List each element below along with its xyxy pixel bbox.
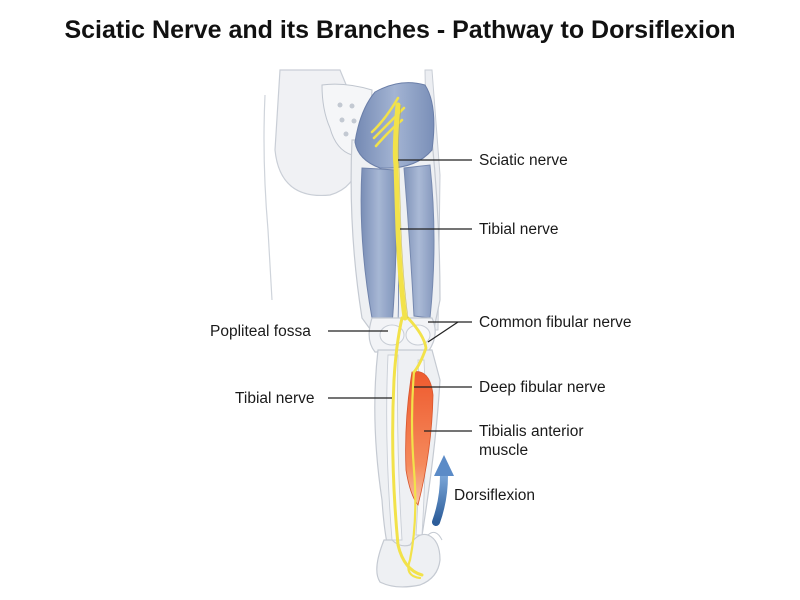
common-fibular-nerve-path	[406, 316, 428, 374]
label-deep-fibular-nerve: Deep fibular nerve	[479, 379, 606, 396]
dorsiflexion-arrow	[432, 455, 454, 526]
diagram-title: Sciatic Nerve and its Branches - Pathway…	[64, 16, 736, 44]
label-common-fibular-nerve: Common fibular nerve	[479, 314, 632, 331]
label-tibialis-anterior-line2: muscle	[479, 442, 529, 459]
label-tibialis-anterior-line1: Tibialis anterior	[479, 423, 584, 440]
label-tibial-nerve-lower: Tibial nerve	[235, 390, 315, 407]
label-tibial-nerve-upper: Tibial nerve	[479, 221, 559, 238]
label-leader-lines	[328, 159, 472, 432]
deep-fibular-nerve-path	[407, 370, 422, 580]
label-popliteal-fossa: Popliteal fossa	[210, 323, 311, 340]
tibial-nerve-path	[391, 316, 424, 577]
sciatic-nerve-path	[370, 96, 408, 321]
label-dorsiflexion: Dorsiflexion	[454, 487, 535, 504]
label-sciatic-nerve: Sciatic nerve	[479, 152, 568, 169]
tibia-bone	[386, 354, 403, 541]
foot	[376, 533, 441, 588]
label-tibialis-anterior-muscle: Tibialis anterior muscle	[479, 422, 584, 460]
